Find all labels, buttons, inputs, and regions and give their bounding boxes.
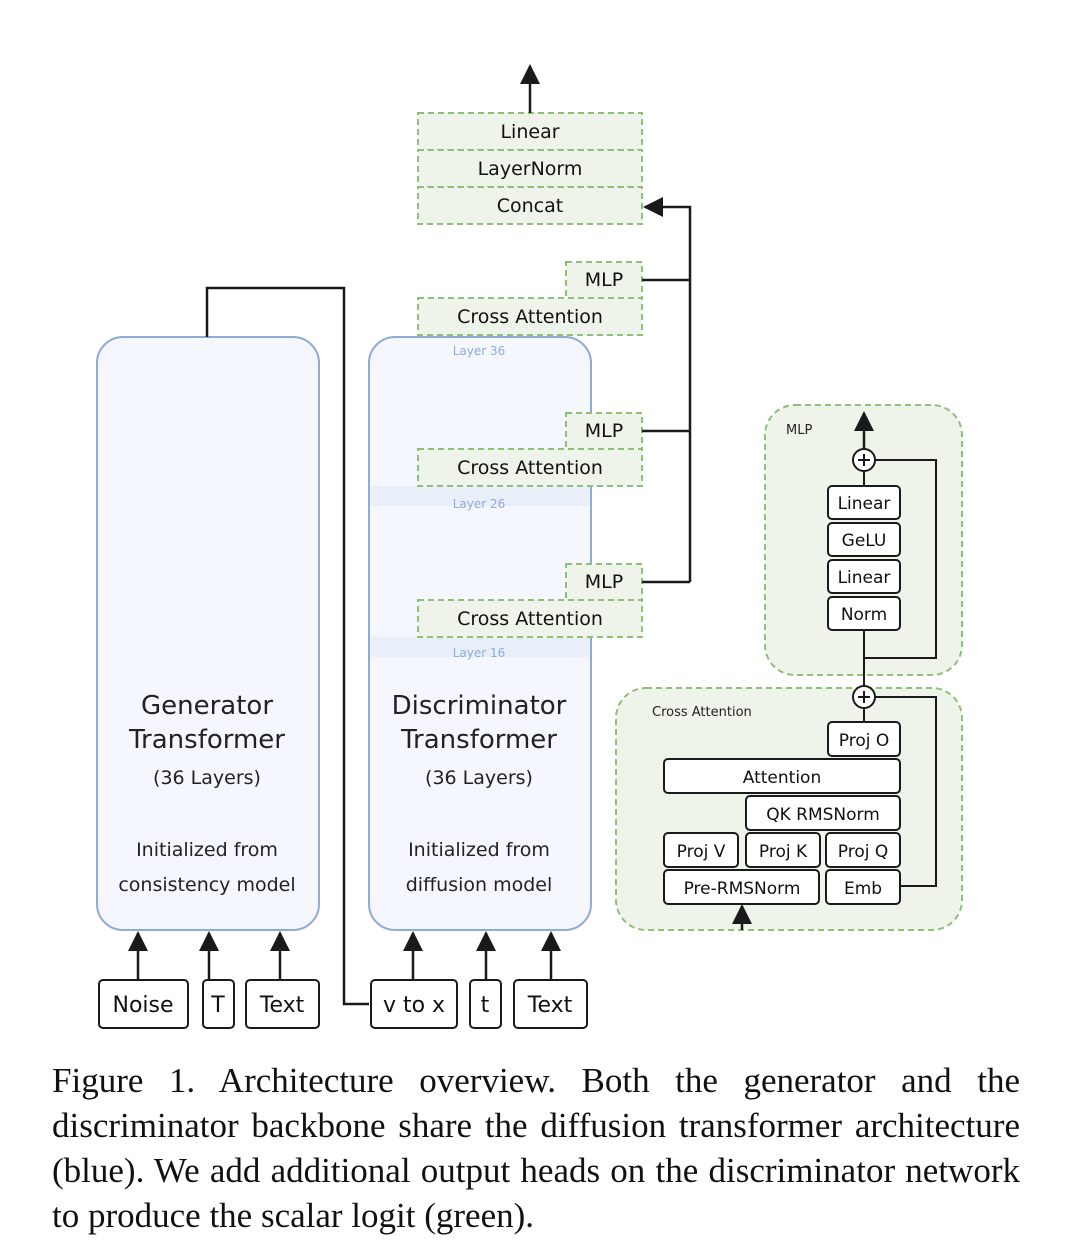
head-layernorm-box <box>417 149 643 188</box>
mlp-gelu-box <box>827 522 901 557</box>
proj-o-box <box>827 721 901 757</box>
architecture-diagram: Linear LayerNorm Concat Generator Transf… <box>96 64 963 1029</box>
input-text-gen-box <box>245 979 320 1029</box>
input-T-label: T <box>210 993 225 1018</box>
discriminator-init-2: diffusion model <box>406 874 553 896</box>
input-text-disc-label: Text <box>527 993 573 1018</box>
proj-q-box <box>825 832 901 868</box>
discriminator-title-1: Discriminator <box>392 691 567 721</box>
mlp-head-36-label: MLP <box>585 269 623 291</box>
proj-k-box <box>745 832 821 868</box>
discriminator-title-2: Transformer <box>400 725 557 755</box>
mlp-residual-line <box>864 459 937 659</box>
pre-rmsnorm-label: Pre-RMSNorm <box>684 879 801 899</box>
discriminator-layers: (36 Layers) <box>425 767 533 789</box>
mlp-detail: MLP Linear GeLU Linear Norm <box>764 404 963 686</box>
generator-init-1: Initialized from <box>136 839 278 861</box>
generator-transformer: Generator Transformer (36 Layers) Initia… <box>96 336 320 931</box>
figure-caption: Figure 1. Architecture overview. Both th… <box>52 1061 1020 1235</box>
layer-36-label: Layer 36 <box>453 344 506 358</box>
input-T-box <box>202 979 235 1029</box>
proj-v-box <box>663 832 739 868</box>
layer-26-band <box>371 486 589 506</box>
proj-q-label: Proj Q <box>838 842 888 862</box>
head-layer-26: MLP Cross Attention Layer 26 <box>417 412 643 511</box>
mlp-head-16-label: MLP <box>585 571 623 593</box>
layer-16-band <box>371 637 589 657</box>
input-noise-label: Noise <box>112 993 173 1018</box>
cross-attention-head-16 <box>417 599 643 638</box>
generator-to-discriminator-line <box>205 286 369 1006</box>
concat-arrow <box>643 197 692 582</box>
cross-attention-head-36 <box>417 297 643 336</box>
generator-layers: (36 Layers) <box>153 767 261 789</box>
head-concat-box <box>417 186 643 225</box>
proj-v-label: Proj V <box>677 842 726 862</box>
qk-rmsnorm-label: QK RMSNorm <box>766 805 880 825</box>
mlp-head-26 <box>565 412 643 450</box>
input-text-gen-label: Text <box>259 993 305 1018</box>
cross-attention-head-26 <box>417 448 643 487</box>
mlp-head-26-label: MLP <box>585 420 623 442</box>
mlp-linear-bottom-box <box>827 559 901 594</box>
attention-box <box>663 758 901 794</box>
head-concat-label: Concat <box>497 195 563 217</box>
generator-title-2: Transformer <box>128 725 285 755</box>
layer-16-label: Layer 16 <box>453 646 506 660</box>
head-connectors <box>642 197 692 584</box>
discriminator-init-1: Initialized from <box>408 839 550 861</box>
output-head-stack: Linear LayerNorm Concat <box>417 112 643 225</box>
proj-k-label: Proj K <box>759 842 808 862</box>
input-v-to-x-label: v to x <box>383 993 445 1018</box>
head-linear-label: Linear <box>500 121 559 143</box>
head-linear-box <box>417 112 643 151</box>
cross-attention-head-36-label: Cross Attention <box>457 306 603 328</box>
input-t-label: t <box>481 993 490 1018</box>
generator-title-1: Generator <box>141 691 273 721</box>
layer-26-label: Layer 26 <box>453 497 506 511</box>
generator-inputs: Noise T Text <box>98 979 320 1029</box>
generator-init-2: consistency model <box>118 874 295 896</box>
head-layer-16: MLP Cross Attention Layer 16 <box>417 563 643 660</box>
proj-o-label: Proj O <box>839 731 889 751</box>
cross-attention-head-16-label: Cross Attention <box>457 608 603 630</box>
discriminator-inputs: v to x t Text <box>370 979 588 1029</box>
mlp-norm-label: Norm <box>841 605 887 625</box>
emb-box <box>825 869 901 905</box>
input-arrows <box>128 931 561 980</box>
mlp-gelu-label: GeLU <box>842 531 887 551</box>
cross-attention-detail-title: Cross Attention <box>652 705 752 720</box>
mlp-detail-title: MLP <box>786 423 812 438</box>
cross-attn-residual-line <box>875 696 937 887</box>
input-noise-box <box>98 979 189 1029</box>
cross-attention-head-26-label: Cross Attention <box>457 457 603 479</box>
emb-label: Emb <box>844 879 882 899</box>
mlp-linear-bottom-label: Linear <box>838 568 891 588</box>
mlp-linear-top-label: Linear <box>838 494 891 514</box>
cross-attention-detail: Cross Attention Proj O Attention QK RMSN… <box>615 685 963 931</box>
head-layernorm-label: LayerNorm <box>478 158 583 180</box>
attention-label: Attention <box>743 768 821 788</box>
qk-rmsnorm-box <box>745 795 901 831</box>
